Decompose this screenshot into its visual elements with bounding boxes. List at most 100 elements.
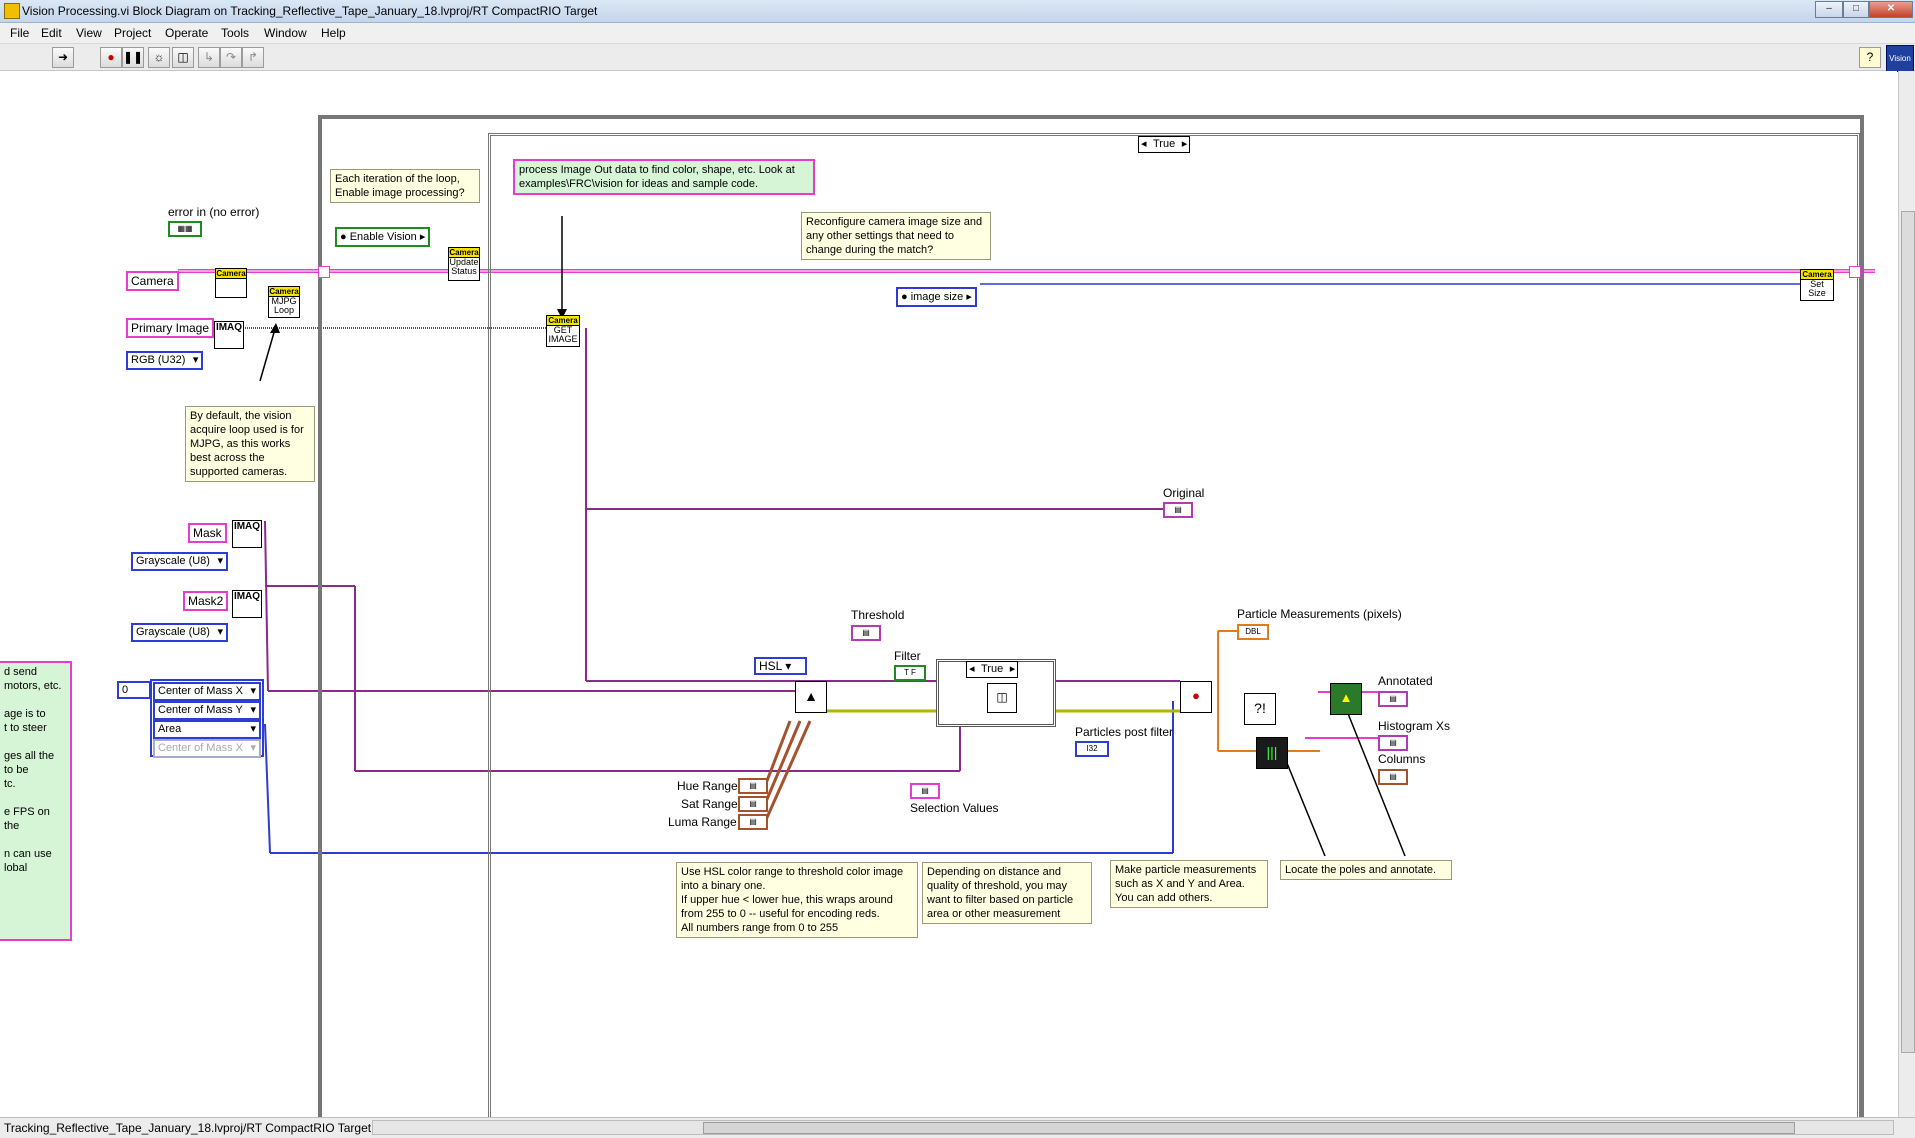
measure-item-3[interactable]: Center of Mass X <box>153 739 261 758</box>
primary-image-control[interactable]: Primary Image <box>126 318 215 338</box>
particles-post-filter-indicator[interactable]: I32 <box>1075 741 1109 757</box>
enable-vision-control[interactable]: ● Enable Vision ▸ <box>335 227 431 247</box>
default-mjpg-note: By default, the vision acquire loop used… <box>185 406 315 482</box>
menu-view[interactable]: View <box>76 26 102 40</box>
labview-vi-icon <box>4 3 20 19</box>
measure-item-2[interactable]: Area <box>153 720 261 739</box>
particles-post-filter-label: Particles post filter <box>1075 725 1174 739</box>
wires-layer <box>178 216 1875 857</box>
shift-register-right <box>1849 266 1861 278</box>
particle-analysis-node[interactable]: ● <box>1180 681 1212 713</box>
particle-filter-node[interactable]: ◫ <box>987 683 1017 713</box>
case-check-node[interactable]: ?! <box>1244 693 1276 725</box>
minimize-button[interactable]: – <box>1815 1 1843 18</box>
highlight-execution-icon[interactable]: ☼ <box>148 47 170 68</box>
mask-type-ring[interactable]: Grayscale (U8) <box>131 552 228 571</box>
imaq-create-mask[interactable]: IMAQ <box>232 520 262 548</box>
measurement-array[interactable]: Center of Mass X Center of Mass Y Area C… <box>150 679 264 758</box>
retain-wire-values-icon[interactable]: ◫ <box>172 47 194 68</box>
measure-item-1[interactable]: Center of Mass Y <box>153 701 261 720</box>
menu-operate[interactable]: Operate <box>165 26 209 40</box>
measure-item-0[interactable]: Center of Mass X <box>153 682 261 701</box>
vertical-scroll-thumb[interactable] <box>1901 211 1915 1053</box>
hue-range-label: Hue Range <box>677 779 738 793</box>
project-path: Tracking_Reflective_Tape_January_18.lvpr… <box>4 1121 372 1135</box>
inner-case-selector[interactable]: True <box>966 661 1019 678</box>
step-out-icon[interactable]: ↱ <box>242 47 264 68</box>
columns-label: Columns <box>1378 752 1426 766</box>
index-control[interactable]: 0 <box>117 681 151 699</box>
selection-values-label: Selection Values <box>910 801 999 815</box>
filter-label: Filter <box>894 649 921 663</box>
error-in-terminal[interactable]: ▦▦ <box>168 221 202 237</box>
error-in-label: error in (no error) <box>168 205 260 219</box>
maximize-button[interactable]: □ <box>1843 1 1869 18</box>
pause-icon[interactable]: ❚❚ <box>122 47 144 68</box>
original-label: Original <box>1163 486 1205 500</box>
particle-measurements-indicator[interactable]: DBL <box>1237 624 1269 640</box>
mask2-control[interactable]: Mask2 <box>183 591 229 611</box>
locate-note: Locate the poles and annotate. <box>1280 860 1452 880</box>
selection-values-control[interactable]: ▤ <box>910 783 940 799</box>
sat-range-label: Sat Range <box>681 797 738 811</box>
hue-range-control[interactable]: ▤ <box>738 778 768 794</box>
mask-control[interactable]: Mask <box>188 523 227 543</box>
histogram-xs-indicator[interactable]: ▤ <box>1378 735 1408 751</box>
measure-note: Make particle measurements such as X and… <box>1110 860 1268 908</box>
original-indicator[interactable]: ▤ <box>1163 502 1193 518</box>
left-clipped-note: d send motors, etc. age is to t to steer… <box>0 661 72 941</box>
hsl-ring[interactable]: HSL ▾ <box>754 657 808 675</box>
block-diagram-canvas[interactable]: True error in (no error) ▦▦ Camera Prima… <box>0 71 1897 1117</box>
luma-range-control[interactable]: ▤ <box>738 814 768 830</box>
columns-indicator[interactable]: ▤ <box>1378 769 1408 785</box>
sat-range-control[interactable]: ▤ <box>738 796 768 812</box>
mask2-type-ring[interactable]: Grayscale (U8) <box>131 623 228 642</box>
run-arrow-icon[interactable]: ➜ <box>52 47 74 68</box>
filter-control[interactable]: T F <box>894 665 926 681</box>
particle-measurements-label: Particle Measurements (pixels) <box>1237 607 1402 621</box>
shift-register-left <box>318 266 330 278</box>
menu-edit[interactable]: Edit <box>41 26 62 40</box>
imaq-create-primary[interactable]: IMAQ <box>214 321 244 349</box>
title-bar: Vision Processing.vi Block Diagram on Tr… <box>0 0 1915 23</box>
reconfigure-note: Reconfigure camera image size and any ot… <box>801 212 991 260</box>
menu-window[interactable]: Window <box>264 26 307 40</box>
case-selector[interactable]: True <box>1138 136 1191 153</box>
image-size-control[interactable]: ● image size ▸ <box>896 287 977 307</box>
context-help-icon[interactable]: ? <box>1859 47 1881 68</box>
menu-help[interactable]: Help <box>321 26 346 40</box>
menu-file[interactable]: File <box>10 26 30 40</box>
horizontal-scroll-thumb[interactable] <box>703 1122 1795 1134</box>
step-over-icon[interactable]: ↷ <box>220 47 242 68</box>
while-loop-frame[interactable] <box>318 115 1864 1117</box>
case-structure-frame[interactable] <box>488 133 1860 1117</box>
filter-note: Depending on distance and quality of thr… <box>922 862 1092 924</box>
horizontal-scrollbar[interactable] <box>372 1120 1894 1135</box>
menu-tools[interactable]: Tools <box>221 26 250 40</box>
histogram-node[interactable]: ||| <box>1256 737 1288 769</box>
window-title: Vision Processing.vi Block Diagram on Tr… <box>22 4 598 18</box>
threshold-indicator[interactable]: ▤ <box>851 625 881 641</box>
histogram-xs-label: Histogram Xs <box>1378 719 1451 733</box>
camera-open-subvi[interactable]: Camera <box>215 268 247 298</box>
annotated-indicator[interactable]: ▤ <box>1378 691 1408 707</box>
hsl-note: Use HSL color range to threshold color i… <box>676 862 918 938</box>
threshold-label: Threshold <box>851 608 905 622</box>
camera-control[interactable]: Camera <box>126 271 179 291</box>
step-into-icon[interactable]: ↳ <box>198 47 220 68</box>
loop-note: Each iteration of the loop, Enable image… <box>330 169 480 203</box>
luma-range-label: Luma Range <box>668 815 737 829</box>
annotate-node[interactable]: ▲ <box>1330 683 1362 715</box>
menu-bar: File Edit View Project Operate Tools Win… <box>0 23 1915 44</box>
color-threshold-node[interactable]: ▲ <box>795 681 827 713</box>
vertical-scrollbar[interactable] <box>1898 71 1915 1117</box>
menu-project[interactable]: Project <box>114 26 152 40</box>
abort-icon[interactable]: ● <box>100 47 122 68</box>
imaq-create-mask2[interactable]: IMAQ <box>232 590 262 618</box>
close-button[interactable]: ✕ <box>1869 1 1913 18</box>
rgb-type-ring[interactable]: RGB (U32) <box>126 351 204 370</box>
